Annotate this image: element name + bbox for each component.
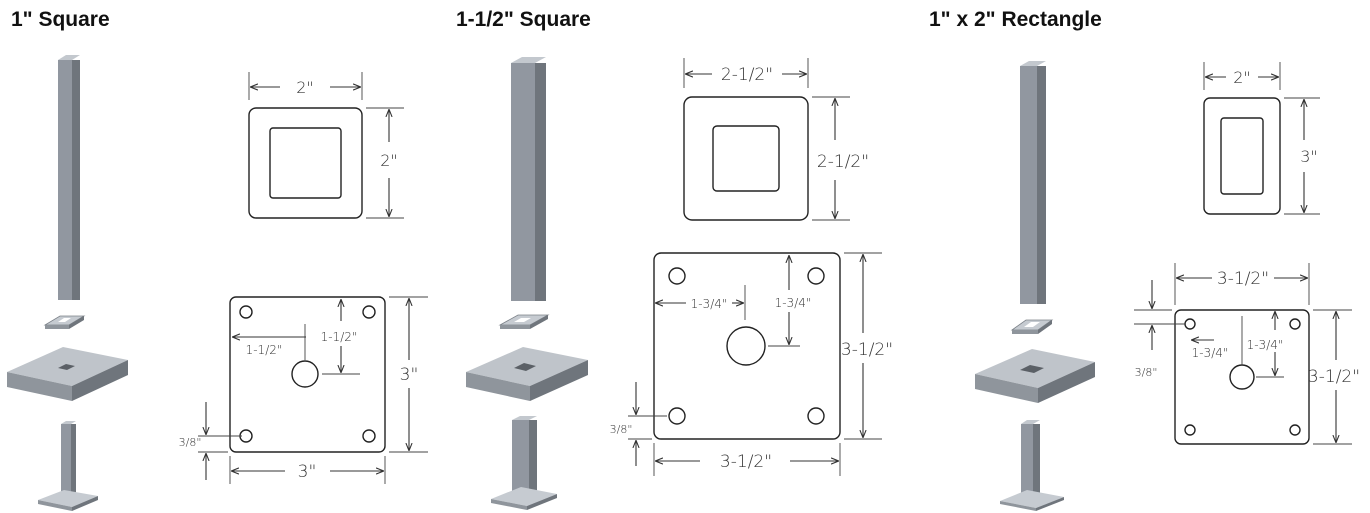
flange-width-label-1: 2" [296,78,314,97]
bolt-hole [668,267,686,285]
flange-3d-2 [498,314,550,329]
flange-drawing-1: 2" 2" [248,72,404,219]
base-block-2 [466,347,588,401]
panel-title-1in-square: 1" Square [11,8,110,31]
base-plate-drawing-3: 3-1/2" 1-3/4" 1-3/4" 3-1/2" 3/8" [1134,263,1360,445]
flange-height-label-2: 2-1/2" [817,152,869,172]
hole-y-label-3: 1-3/4" [1247,338,1284,352]
panel-title-1-5in-square: 1-1/2" Square [456,8,591,31]
flange-drawing-2: 2-1/2" 2-1/2" [683,58,869,221]
bolt-hole [239,305,253,319]
bolt-hole [1184,318,1196,330]
stub-post-3 [1000,420,1064,511]
bolt-hole [362,305,376,319]
stub-post-2 [491,416,557,510]
hole-y-label-1: 1-1/2" [321,330,358,344]
hole-x-label-3: 1-3/4" [1192,346,1229,360]
bolt-hole [1184,424,1196,436]
post-3 [1020,61,1046,304]
base-plate-drawing-2: 1-3/4" 1-3/4" 3-1/2" 3-1/2" 3/8" [610,252,893,476]
flange-width-label-2: 2-1/2" [721,65,773,85]
flange-height-label-3: 3" [1300,147,1318,166]
bolt-hole [1289,424,1301,436]
post-assembly-3 [975,61,1095,511]
bolt-hole [668,407,686,425]
center-hole [291,360,319,388]
flange-drawing-3: 2" 3" [1203,62,1320,215]
bolt-hole [807,407,825,425]
flange-width-label-3: 2" [1233,68,1251,87]
base-height-label-2: 3-1/2" [841,340,893,360]
center-hole [1229,364,1255,390]
post-assembly-1 [7,55,128,511]
base-plate-drawing-1: 1-1/2" 1-1/2" 3" 3" 3/8" [179,296,428,484]
base-block-1 [7,347,128,401]
hole-y-label-2: 1-3/4" [775,296,812,310]
flange-height-label-1: 2" [380,151,398,170]
base-width-label-3: 3-1/2" [1217,269,1269,289]
bolt-hole [1289,318,1301,330]
edge-offset-label-2: 3/8" [610,423,633,436]
flange-3d-1 [43,315,86,329]
base-width-label-1: 3" [298,462,317,482]
base-width-label-2: 3-1/2" [720,452,772,472]
base-block-3 [975,349,1095,403]
center-hole [726,326,766,366]
hole-x-label-1: 1-1/2" [246,343,283,357]
edge-offset-label-3: 3/8" [1135,366,1158,379]
bolt-hole [362,429,376,443]
hole-x-label-2: 1-3/4" [691,297,728,311]
post-1 [58,55,80,300]
bolt-hole [807,267,825,285]
stub-post-1 [38,421,98,511]
base-height-label-1: 3" [400,365,419,385]
flange-3d-3 [1010,319,1054,334]
post-assembly-2 [466,57,588,510]
base-height-label-3: 3-1/2" [1308,367,1360,387]
post-2 [511,57,546,301]
panel-title-1x2-rectangle: 1" x 2" Rectangle [929,8,1102,31]
edge-offset-label-1: 3/8" [179,436,202,449]
